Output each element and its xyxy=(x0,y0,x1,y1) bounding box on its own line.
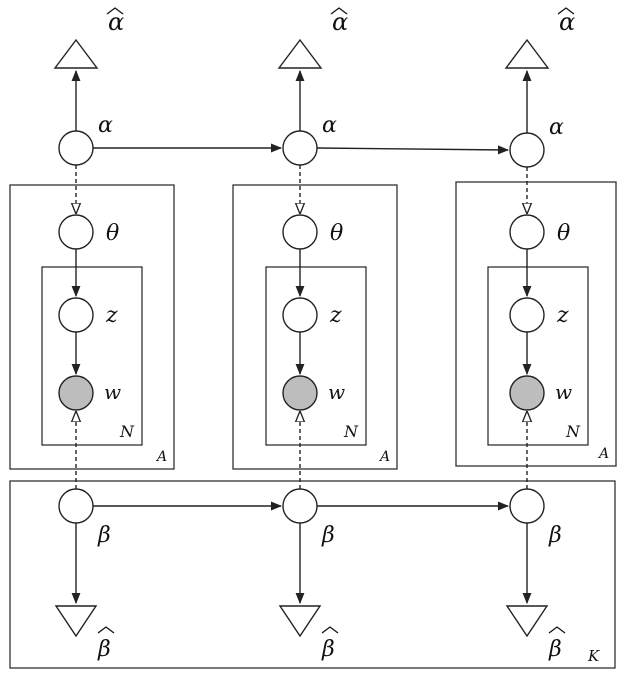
theta-label: θ xyxy=(557,221,570,246)
theta-label: θ xyxy=(106,221,119,246)
beta-label: β xyxy=(321,523,335,548)
alpha-node xyxy=(509,132,545,168)
plate-n xyxy=(487,266,589,446)
beta-hat-label: β xyxy=(97,637,111,662)
time-slice: ANα α θ z w β β xyxy=(455,7,617,662)
plate-a xyxy=(9,184,175,470)
plate-n-label: N xyxy=(565,422,581,441)
z-label: z xyxy=(556,303,569,328)
z-node xyxy=(282,297,318,333)
plate-a-label: A xyxy=(155,449,167,465)
z-label: z xyxy=(105,303,118,328)
theta-node xyxy=(282,214,318,250)
beta-hat-label: β xyxy=(548,637,562,662)
plate-k xyxy=(9,480,616,669)
theta-node xyxy=(509,214,545,250)
beta-hat-mark xyxy=(321,626,339,634)
plate-a-label: A xyxy=(597,446,609,462)
w-label: w xyxy=(555,380,572,404)
w-node-observed xyxy=(509,375,545,411)
beta-hat-node xyxy=(505,605,549,638)
w-node-observed xyxy=(58,375,94,411)
z-label: z xyxy=(329,303,342,328)
w-node-observed xyxy=(282,375,318,411)
plate-n-label: N xyxy=(119,422,135,441)
beta-hat-mark xyxy=(548,626,566,634)
beta-hat-label: β xyxy=(321,637,335,662)
beta-hat-node xyxy=(278,605,322,638)
plate-n-label: N xyxy=(343,422,359,441)
beta-hat-node xyxy=(54,605,98,638)
edge-alpha-temporal xyxy=(316,145,510,155)
alpha-node xyxy=(282,130,318,166)
plate-a xyxy=(455,181,617,467)
alpha-label: α xyxy=(549,115,564,140)
beta-hat-mark xyxy=(97,626,115,634)
beta-node xyxy=(509,488,545,524)
time-slice: A Nα α θ z w β β xyxy=(232,7,510,662)
z-node xyxy=(509,297,545,333)
alpha-label: α xyxy=(322,113,337,138)
alpha-hat-mark xyxy=(557,7,575,15)
beta-node xyxy=(282,488,318,524)
alpha-hat-label: α xyxy=(332,8,348,36)
w-label: w xyxy=(328,380,345,404)
alpha-hat-mark xyxy=(330,7,348,15)
plate-k-label: K xyxy=(587,647,600,665)
plate-a-label: A xyxy=(378,449,390,465)
time-slice: A Nα α θ z w β β xyxy=(9,7,283,662)
theta-node xyxy=(58,214,94,250)
plate-n xyxy=(265,266,367,446)
plate-n xyxy=(41,266,143,446)
alpha-hat-node xyxy=(277,38,323,69)
plate-a xyxy=(232,184,398,470)
beta-node xyxy=(58,488,94,524)
beta-label: β xyxy=(548,523,562,548)
alpha-node xyxy=(58,130,94,166)
beta-label: β xyxy=(97,523,111,548)
alpha-hat-node xyxy=(504,38,550,69)
alpha-hat-mark xyxy=(106,7,124,15)
alpha-hat-node xyxy=(53,38,99,69)
alpha-label: α xyxy=(98,113,113,138)
w-label: w xyxy=(104,380,121,404)
alpha-hat-label: α xyxy=(108,8,124,36)
z-node xyxy=(58,297,94,333)
theta-label: θ xyxy=(330,221,343,246)
alpha-hat-label: α xyxy=(559,8,575,36)
